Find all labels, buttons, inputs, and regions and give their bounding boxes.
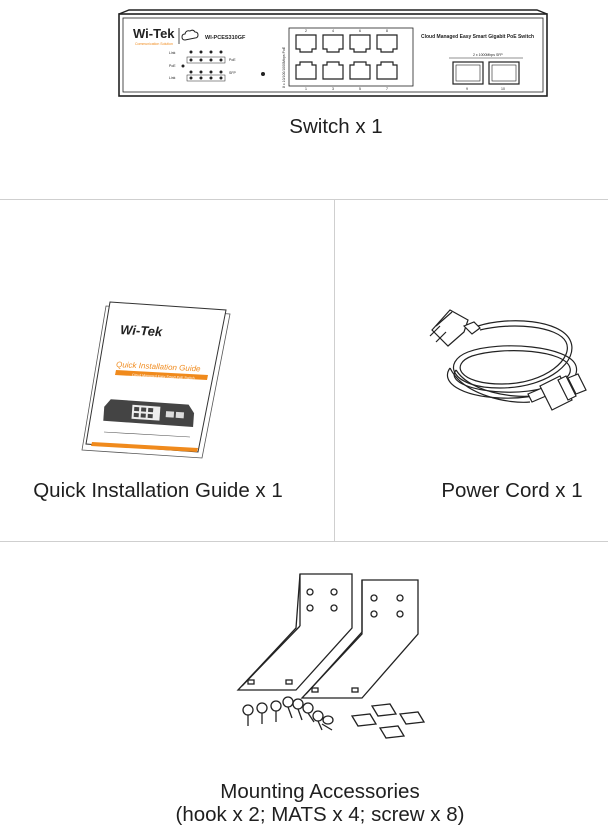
iec-connector-icon bbox=[527, 373, 587, 411]
mats bbox=[350, 703, 426, 739]
svg-text:1: 1 bbox=[305, 87, 307, 91]
svg-text:Link: Link bbox=[169, 76, 176, 80]
guide-subtitle: Cloud Managed Easy Smart PoE Switch bbox=[132, 373, 195, 380]
svg-text:6: 6 bbox=[359, 29, 361, 33]
svg-text:3: 3 bbox=[332, 87, 334, 91]
plug-icon bbox=[429, 309, 481, 347]
svg-text:5: 5 bbox=[359, 87, 361, 91]
mounting-drawing bbox=[236, 573, 426, 739]
switch-model: WI-PCES310GF bbox=[205, 35, 246, 41]
screws bbox=[242, 696, 334, 731]
svg-text:2: 2 bbox=[305, 29, 307, 33]
svg-text:PoE: PoE bbox=[229, 58, 236, 62]
hook-bracket-1 bbox=[236, 573, 353, 691]
divider-top bbox=[0, 199, 608, 200]
divider-bottom bbox=[0, 541, 608, 542]
rj45-ports: 2 4 6 8 1 3 5 7 bbox=[288, 27, 414, 91]
quick-guide-illustration: Wi-Tek Quick Installation Guide Cloud Ma… bbox=[80, 300, 240, 460]
switch-brand-logo: Wi-Tek bbox=[133, 26, 175, 41]
hook-bracket-2 bbox=[300, 579, 419, 699]
switch-caption: Switch x 1 bbox=[289, 115, 383, 138]
quick-guide-drawing: Wi-Tek Quick Installation Guide Cloud Ma… bbox=[81, 301, 231, 459]
svg-text:Link: Link bbox=[169, 51, 176, 55]
mounting-caption-line2: (hook x 2; MATS x 4; screw x 8) bbox=[175, 803, 465, 826]
power-cord-caption: Power Cord x 1 bbox=[441, 479, 583, 502]
svg-text:10: 10 bbox=[501, 87, 505, 91]
sfp-ports: 2 x 1000Mbps SFP 9 10 bbox=[449, 53, 523, 91]
mounting-caption-line1: Mounting Accessories bbox=[220, 780, 420, 803]
svg-text:PoE: PoE bbox=[169, 64, 176, 68]
svg-text:8: 8 bbox=[386, 29, 388, 33]
quick-guide-caption: Quick Installation Guide x 1 bbox=[33, 479, 283, 502]
switch-illustration: Wi-Tek Communication Solution WI-PCES310… bbox=[113, 2, 553, 102]
led-panel: Link PoE Link PoE SFP bbox=[169, 50, 265, 82]
guide-brand: Wi-Tek bbox=[120, 322, 164, 339]
cloud-icon bbox=[181, 29, 199, 41]
svg-text:7: 7 bbox=[386, 87, 388, 91]
divider-middle bbox=[334, 199, 335, 541]
svg-text:4: 4 bbox=[332, 29, 334, 33]
power-cord-illustration bbox=[420, 296, 596, 446]
switch-drawing: Wi-Tek Communication Solution WI-PCES310… bbox=[118, 9, 548, 97]
mounting-accessories-illustration bbox=[230, 570, 440, 750]
power-cord-drawing bbox=[429, 309, 587, 411]
svg-text:9: 9 bbox=[466, 87, 468, 91]
ports-side-label: 8 x 10/100/1000Mbps PoE bbox=[282, 46, 286, 88]
guide-title: Quick Installation Guide bbox=[116, 360, 201, 373]
guide-cover-switch bbox=[103, 399, 195, 428]
svg-text:2 x 1000Mbps SFP: 2 x 1000Mbps SFP bbox=[473, 53, 503, 57]
switch-title: Cloud Managed Easy Smart Gigabit PoE Swi… bbox=[421, 34, 534, 40]
svg-text:SFP: SFP bbox=[229, 71, 236, 75]
switch-brand-tagline: Communication Solution bbox=[135, 42, 173, 46]
